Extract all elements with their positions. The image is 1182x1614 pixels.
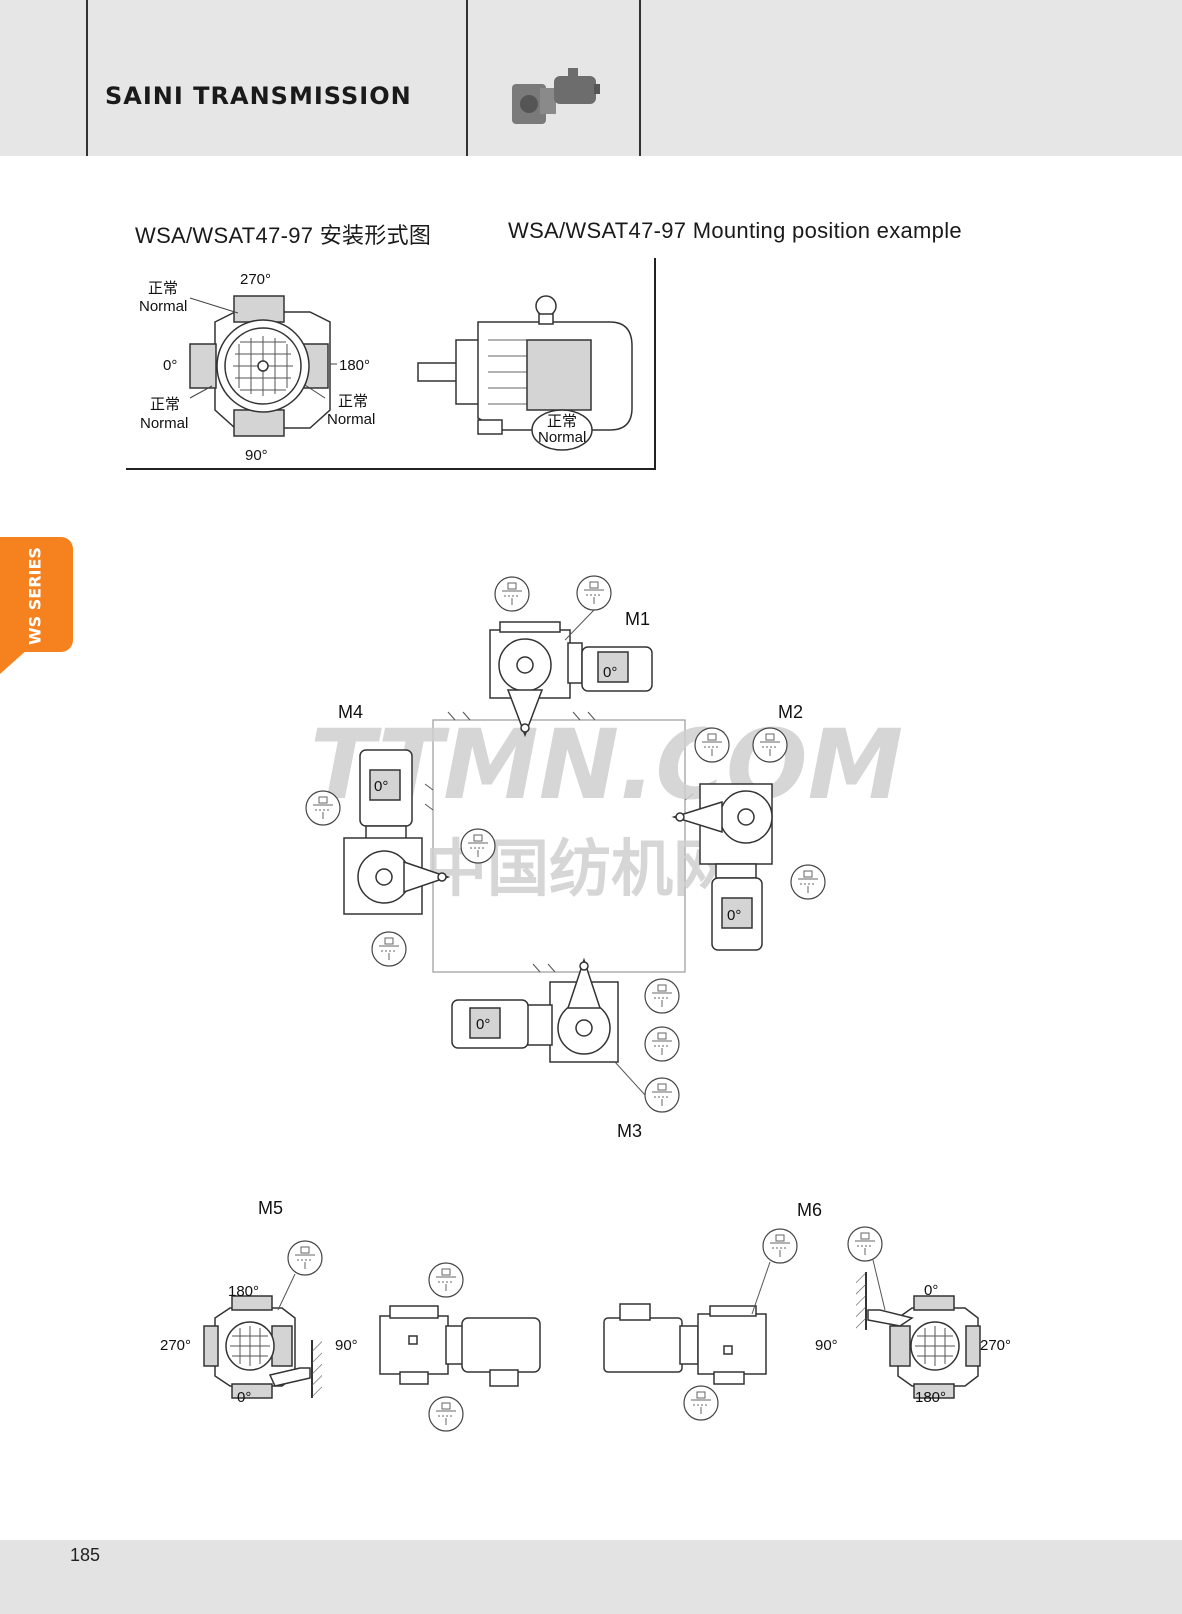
- position-label-m2: M2: [778, 702, 803, 722]
- angle-label-0: 0°: [163, 357, 177, 374]
- normal-label-cn: 正常: [148, 280, 178, 297]
- m6-side-view: [603, 1303, 767, 1385]
- page-number: 185: [70, 1545, 101, 1565]
- side-tab-tail: [0, 640, 38, 674]
- mounting-reference-frame: [432, 719, 686, 973]
- m5-angle-right: 90°: [335, 1337, 358, 1354]
- normal-label-en: Normal: [538, 429, 586, 446]
- gearbox-thumbnail-icon: [512, 68, 600, 124]
- normal-label-cn: 正常: [150, 396, 180, 413]
- header-divider: [86, 0, 88, 156]
- position-label-m6: M6: [797, 1200, 822, 1220]
- normal-label-en: Normal: [140, 415, 188, 432]
- angle-label-180: 180°: [339, 357, 370, 374]
- m5-front-view: [203, 1295, 311, 1399]
- gearbox-front-view: [189, 295, 331, 437]
- m3-gearbox: [451, 957, 619, 1063]
- normal-label-en: Normal: [139, 298, 187, 315]
- motor-side-view: [417, 295, 633, 451]
- position-label-m4: M4: [338, 702, 363, 722]
- m5-angle-bottom: 0°: [237, 1389, 251, 1406]
- m5-angle-left: 270°: [160, 1337, 191, 1354]
- m6-angle-bottom: 180°: [915, 1389, 946, 1406]
- brand-logo: SAINI TRANSMISSION: [105, 82, 412, 110]
- m5-side-view: [379, 1305, 541, 1387]
- header-divider: [466, 0, 468, 156]
- angle-label-90: 90°: [245, 447, 268, 464]
- normal-label-en: Normal: [327, 411, 375, 428]
- motor-angle-label: 0°: [727, 907, 741, 924]
- position-label-m1: M1: [625, 609, 650, 629]
- m1-gearbox: [489, 621, 653, 738]
- motor-angle-label: 0°: [603, 664, 617, 681]
- m6-angle-left: 90°: [815, 1337, 838, 1354]
- header-divider: [639, 0, 641, 156]
- m5-angle-top: 180°: [228, 1283, 259, 1300]
- m2-gearbox: [671, 783, 773, 951]
- m4-gearbox: [343, 749, 451, 915]
- m6-angle-right: 270°: [980, 1337, 1011, 1354]
- motor-angle-label: 0°: [476, 1016, 490, 1033]
- page-footer: [0, 1540, 1182, 1614]
- m6-angle-top: 0°: [924, 1282, 938, 1299]
- m6-front-view: [867, 1295, 981, 1399]
- series-side-tab: [0, 537, 73, 652]
- normal-label-cn: 正常: [338, 393, 368, 410]
- title-english: WSA/WSAT47-97 Mounting position example: [508, 218, 962, 243]
- angle-label-270: 270°: [240, 271, 271, 288]
- normal-label-cn: 正常: [547, 413, 577, 430]
- position-label-m3: M3: [617, 1121, 642, 1141]
- position-label-m5: M5: [258, 1198, 283, 1218]
- title-chinese: WSA/WSAT47-97 安装形式图: [135, 223, 432, 248]
- motor-angle-label: 0°: [374, 778, 388, 795]
